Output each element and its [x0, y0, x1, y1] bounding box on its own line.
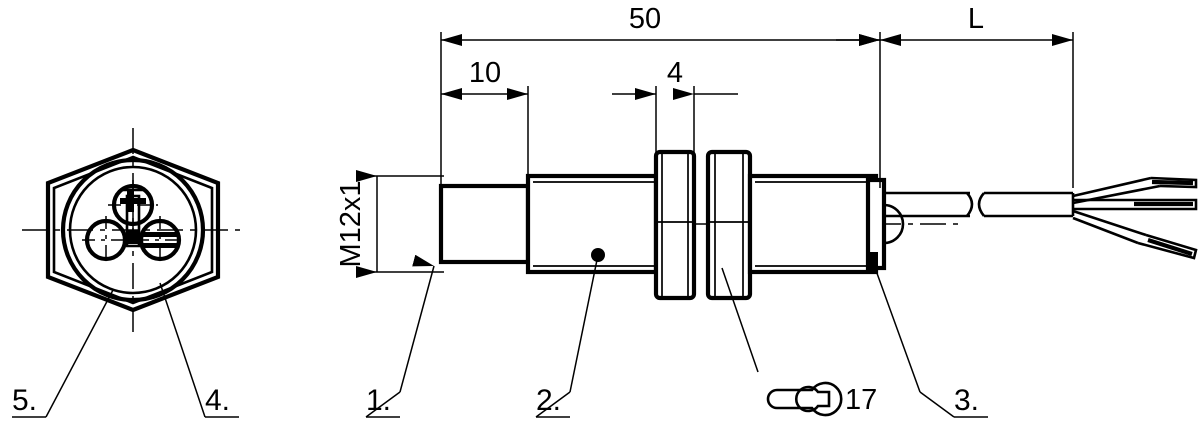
- cable-conductor-3: [1072, 209, 1198, 260]
- hex-chamfer-outline: [52, 155, 214, 305]
- callout-label-1: 1.: [366, 384, 391, 417]
- wrench-icon: [766, 381, 843, 417]
- dimension-L-label: L: [968, 3, 984, 35]
- connector-outer-circle: [60, 157, 206, 303]
- dimension-4: 4: [612, 57, 738, 100]
- front-connector-view: 5. 4.: [12, 128, 244, 418]
- cable-segment-far: [984, 191, 1075, 218]
- dimension-4-label: 4: [667, 57, 683, 89]
- callout-label-2: 2.: [536, 384, 561, 417]
- connector-pin-top: [108, 180, 158, 230]
- leader-to-item3: [873, 264, 988, 418]
- side-section-view: 1. 2. 17 3.: [365, 149, 1198, 418]
- dimension-50-label: 50: [629, 3, 661, 35]
- dimension-L: L: [836, 3, 1073, 46]
- rear-housing: [747, 173, 879, 275]
- cable-break-symbol: [977, 192, 986, 217]
- dimension-M12x1: M12x1: [335, 170, 444, 278]
- hex-nut-2: [705, 149, 753, 301]
- connector-pin-lower-left: [82, 216, 130, 264]
- dimension-50: 50: [441, 3, 880, 46]
- cable-segment-near: [884, 191, 974, 218]
- dimension-annotations: 50 10 4 L M12x1: [335, 3, 1074, 278]
- hex-nut-1: [653, 149, 697, 301]
- connector-inner-circle: [68, 165, 198, 295]
- cable-gland: [865, 177, 905, 271]
- callout-label-3: 3.: [954, 384, 979, 417]
- leader-to-item1: [365, 254, 435, 418]
- leader-to-item2: [535, 248, 605, 418]
- dimension-10: 10: [441, 57, 528, 100]
- connector-pin-lower-right: [136, 216, 184, 264]
- sensing-face-section: [438, 183, 531, 265]
- callout-label-5: 5.: [12, 384, 37, 417]
- dimension-10-label: 10: [469, 57, 501, 89]
- thread-size-label: M12x1: [335, 180, 367, 267]
- leader-to-wrench: [721, 267, 759, 373]
- leader-to-item5: [12, 289, 114, 418]
- wrench-size-label: 17: [845, 384, 877, 416]
- cable-conductor-2: [1073, 198, 1198, 211]
- leader-to-item4: [159, 282, 239, 418]
- callout-label-4: 4.: [205, 384, 230, 417]
- hex-outer-outline: [45, 147, 221, 313]
